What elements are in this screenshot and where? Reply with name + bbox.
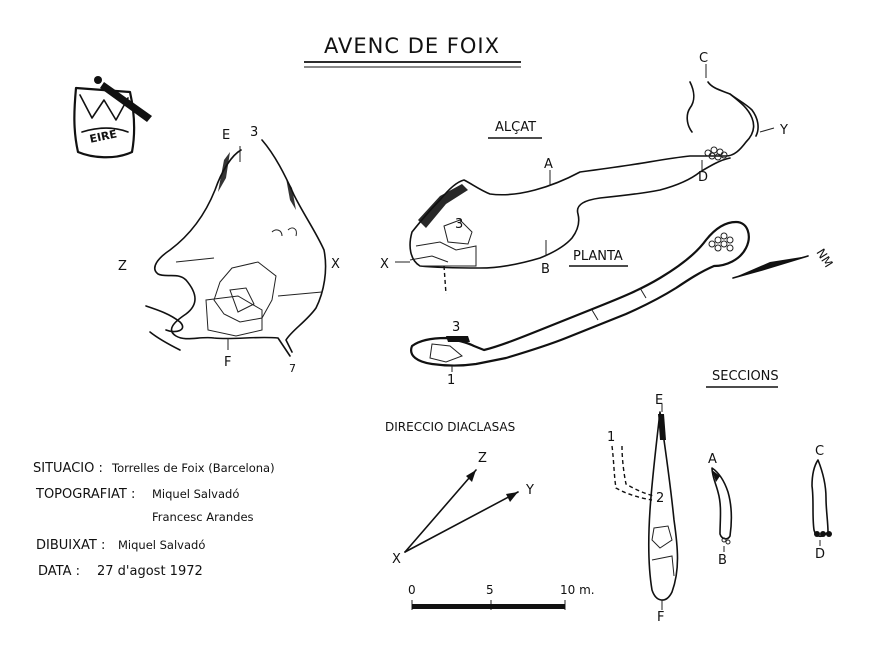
label-x-dir: X [392,552,401,567]
entrance-plan [145,139,327,357]
info-situacio-label: SITUACIO : [33,461,103,476]
label-3-plan: 3 [250,125,258,140]
north-arrow: NM [732,246,836,279]
info-data-label: DATA : [38,564,80,579]
joint-direction-arrows [404,469,519,553]
label-y-elev: Y [779,123,788,138]
info-topografiat-value: Miquel Salvadó [152,487,239,501]
scale-five: 5 [486,583,494,597]
plan-view [410,220,750,372]
scale-bar [411,600,566,610]
info-topografiat-value-2: Francesc Arandes [152,510,254,524]
label-y-dir: Y [525,483,534,498]
info-topografiat-label: TOPOGRAFIAT : [35,487,135,502]
north-label: NM [813,246,835,270]
info-data-value: 27 d'agost 1972 [97,564,203,579]
scale-zero: 0 [408,583,416,597]
label-d-sec: D [815,547,825,562]
label-z: Z [118,259,127,274]
section-c-d [811,459,832,546]
label-a-elev: A [544,157,553,172]
label-7: 7 [289,362,296,375]
label-3-plan-view: 3 [452,320,460,335]
label-e-sec: E [655,393,663,408]
info-situacio-value: Torrelles de Foix (Barcelona) [111,461,275,475]
label-c-elev: C [699,51,708,66]
label-f-plan: F [224,355,231,370]
info-dibuixat-label: DIBUIXAT : [36,538,105,553]
section-1-2 [611,445,655,501]
elevation-profile [395,64,775,295]
label-d-elev: D [698,170,708,185]
info-block: SITUACIO : Torrelles de Foix (Barcelona)… [33,461,275,579]
label-2-sec: 2 [656,491,664,506]
label-b-elev: B [541,262,550,277]
label-planta: PLANTA [573,249,623,264]
section-a-b [711,467,733,552]
label-x-elev: X [380,257,389,272]
label-c-sec: C [815,444,824,459]
label-b-sec: B [718,553,727,568]
label-e-plan: E [222,128,230,143]
label-f-sec: F [657,610,664,625]
label-direccio: DIRECCIO DIACLASAS [385,420,515,434]
label-1-plan-view: 1 [447,373,455,388]
section-e-f [647,404,679,610]
label-z-dir: Z [478,451,487,466]
label-1-sec: 1 [607,430,615,445]
club-logo: EIRE [73,76,152,159]
label-seccions: SECCIONS [712,369,779,384]
label-x-plan: X [331,257,340,272]
title: AVENC DE FOIX [324,34,500,58]
label-alcat: ALÇAT [495,120,536,135]
label-a-sec: A [708,452,717,467]
label-3-elev: 3 [455,217,463,232]
scale-ten: 10 m. [560,583,595,597]
info-dibuixat-value: Miquel Salvadó [118,538,205,552]
logo-text: EIRE [88,127,118,145]
